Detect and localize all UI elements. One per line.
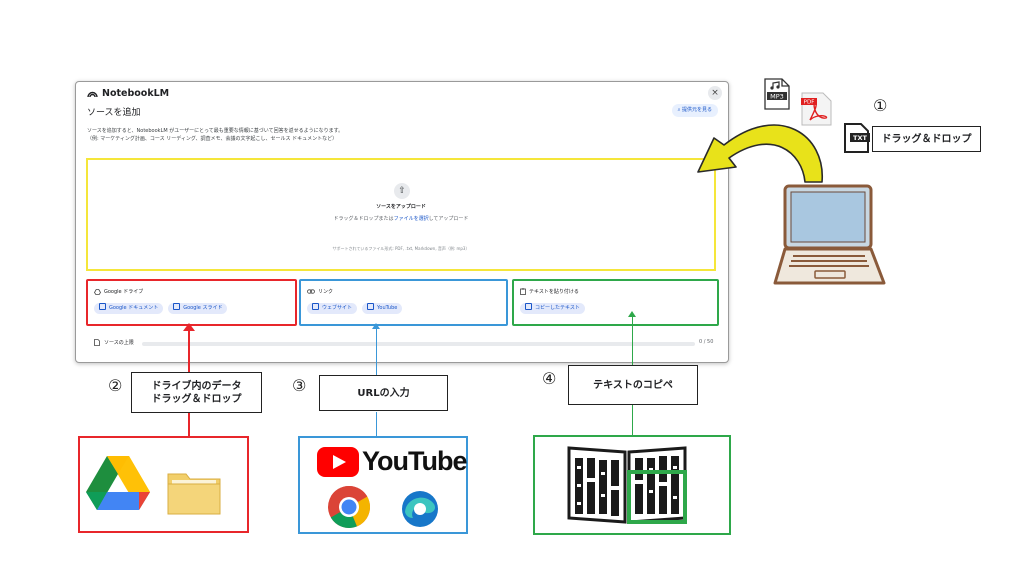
dialog-description: ソースを追加すると、NotebookLM がユーザーにとって最も重要な情報に基づ… (87, 127, 587, 143)
google-drive-label: Google ドライブ (104, 289, 144, 295)
url-input-label: URLの入力 (319, 375, 448, 411)
description-line-2: （例: マーケティング計画、コース リーディング、調査メモ、会議の文字起こし、セ… (87, 136, 338, 142)
step-number-2: ② (108, 376, 123, 395)
paste-text-title: テキストを貼り付ける (520, 288, 579, 295)
document-icon (94, 339, 100, 346)
google-slides-chip[interactable]: Google スライド (168, 303, 228, 314)
browser-image-box: YouTube (298, 436, 468, 534)
source-limit-bar (142, 342, 695, 346)
txt-file-text: TXT (853, 134, 867, 142)
pdf-file-text: PDF (804, 100, 815, 106)
supported-formats: サポートされているファイル形式: PDF, .txt, Markdown, 音声… (332, 246, 470, 251)
drive-icon (94, 288, 101, 295)
link-title: リンク (307, 288, 333, 295)
website-icon (312, 303, 319, 310)
find-sources-label: 提供元を見る (681, 107, 712, 113)
drag-drop-label: ドラッグ＆ドロップ (872, 126, 981, 152)
source-limit-count: 0 / 50 (699, 339, 714, 345)
slides-icon (173, 303, 181, 310)
youtube-chip[interactable]: YouTube (362, 303, 403, 314)
upload-dropzone[interactable]: ⇧ ソースをアップロード ドラッグ＆ドロップまたはファイルを選択してアップロード… (86, 158, 716, 271)
text-copy-paste-label: テキストのコピペ (568, 365, 698, 405)
link-label: リンク (318, 289, 334, 295)
website-chip[interactable]: ウェブサイト (307, 303, 358, 314)
website-label: ウェブサイト (322, 305, 353, 311)
paste-text-card: テキストを貼り付ける コピーしたテキスト (512, 279, 719, 326)
dialog-title: ソースを追加 (87, 108, 141, 118)
upload-hint-text: ドラッグ＆ドロップまたは (333, 216, 394, 222)
chrome-icon (328, 485, 371, 528)
notebooklm-logo-icon (87, 91, 98, 97)
drive-label-line-2: ドラッグ＆ドロップ (151, 393, 242, 405)
blue-arrowhead (372, 323, 380, 329)
drive-chips: Google ドキュメント Google スライド (94, 303, 228, 314)
curved-yellow-arrow (697, 124, 823, 183)
mp3-file-text: MP3 (770, 93, 784, 101)
add-source-dialog: NotebookLM × ソースを追加 ⌕ 提供元を見る ソースを追加すると、N… (75, 81, 729, 363)
upload-hint-suffix: してアップロード (428, 216, 469, 222)
google-docs-chip[interactable]: Google ドキュメント (94, 303, 164, 314)
mp3-file-icon: MP3 (764, 78, 790, 110)
step-number-1: ① (873, 96, 888, 115)
folder-icon (167, 473, 221, 515)
google-drive-card: Google ドライブ Google ドキュメント Google スライド (86, 279, 297, 326)
copied-text-label: コピーしたテキスト (535, 305, 580, 311)
copied-text-icon (525, 303, 532, 310)
docs-icon (99, 303, 106, 310)
green-connector (632, 315, 633, 365)
txt-file-icon: TXT (844, 123, 870, 153)
blue-connector-lower (376, 412, 377, 436)
drive-image-box (78, 436, 249, 533)
laptop-icon (773, 184, 886, 285)
paste-chips: コピーしたテキスト (520, 303, 585, 314)
green-connector-lower (632, 404, 633, 436)
description-line-1: ソースを追加すると、NotebookLM がユーザーにとって最も重要な情報に基づ… (87, 128, 344, 134)
drive-drag-drop-label: ドライブ内のデータ ドラッグ＆ドロップ (131, 372, 262, 413)
copied-text-chip[interactable]: コピーしたテキスト (520, 303, 585, 314)
youtube-icon (367, 303, 375, 310)
blue-connector (376, 327, 377, 375)
source-limit-label: ソースの上限 (104, 340, 134, 346)
step-number-4: ④ (542, 369, 557, 388)
upload-icon[interactable]: ⇧ (394, 183, 410, 199)
google-slides-label: Google スライド (183, 305, 223, 311)
youtube-wordmark: YouTube (362, 446, 467, 476)
newspaper-image-box (533, 435, 731, 535)
newspaper-icon (567, 446, 687, 524)
link-icon (307, 289, 315, 294)
youtube-label: YouTube (377, 305, 398, 311)
find-sources-button[interactable]: ⌕ 提供元を見る (671, 104, 718, 117)
upload-hint: ドラッグ＆ドロップまたはファイルを選択してアップロード (88, 215, 714, 222)
choose-file-link[interactable]: ファイルを選択 (393, 216, 429, 222)
youtube-play-icon (317, 446, 359, 477)
pdf-file-icon: PDF (801, 92, 832, 126)
link-card: リンク ウェブサイト YouTube (299, 279, 508, 326)
google-drive-icon (86, 456, 150, 510)
brand-name: NotebookLM (102, 88, 170, 99)
paste-text-label: テキストを貼り付ける (529, 289, 579, 295)
notebooklm-brand: NotebookLM (87, 88, 169, 99)
youtube-logo: YouTube (317, 446, 467, 477)
green-arrowhead (628, 311, 636, 317)
source-limit: ソースの上限 (94, 339, 134, 346)
step-number-3: ③ (292, 376, 307, 395)
google-drive-title: Google ドライブ (94, 288, 143, 295)
drive-label-line-1: ドライブ内のデータ (151, 380, 242, 392)
red-arrowhead (183, 323, 195, 331)
google-docs-label: Google ドキュメント (109, 305, 159, 311)
upload-title: ソースをアップロード (376, 204, 426, 210)
search-sparkle-icon: ⌕ (677, 107, 682, 113)
link-chips: ウェブサイト YouTube (307, 303, 403, 314)
clipboard-icon (520, 288, 526, 295)
red-connector-lower (188, 412, 190, 436)
red-connector (188, 327, 190, 375)
edge-icon (402, 491, 438, 527)
close-icon[interactable]: × (708, 86, 722, 100)
